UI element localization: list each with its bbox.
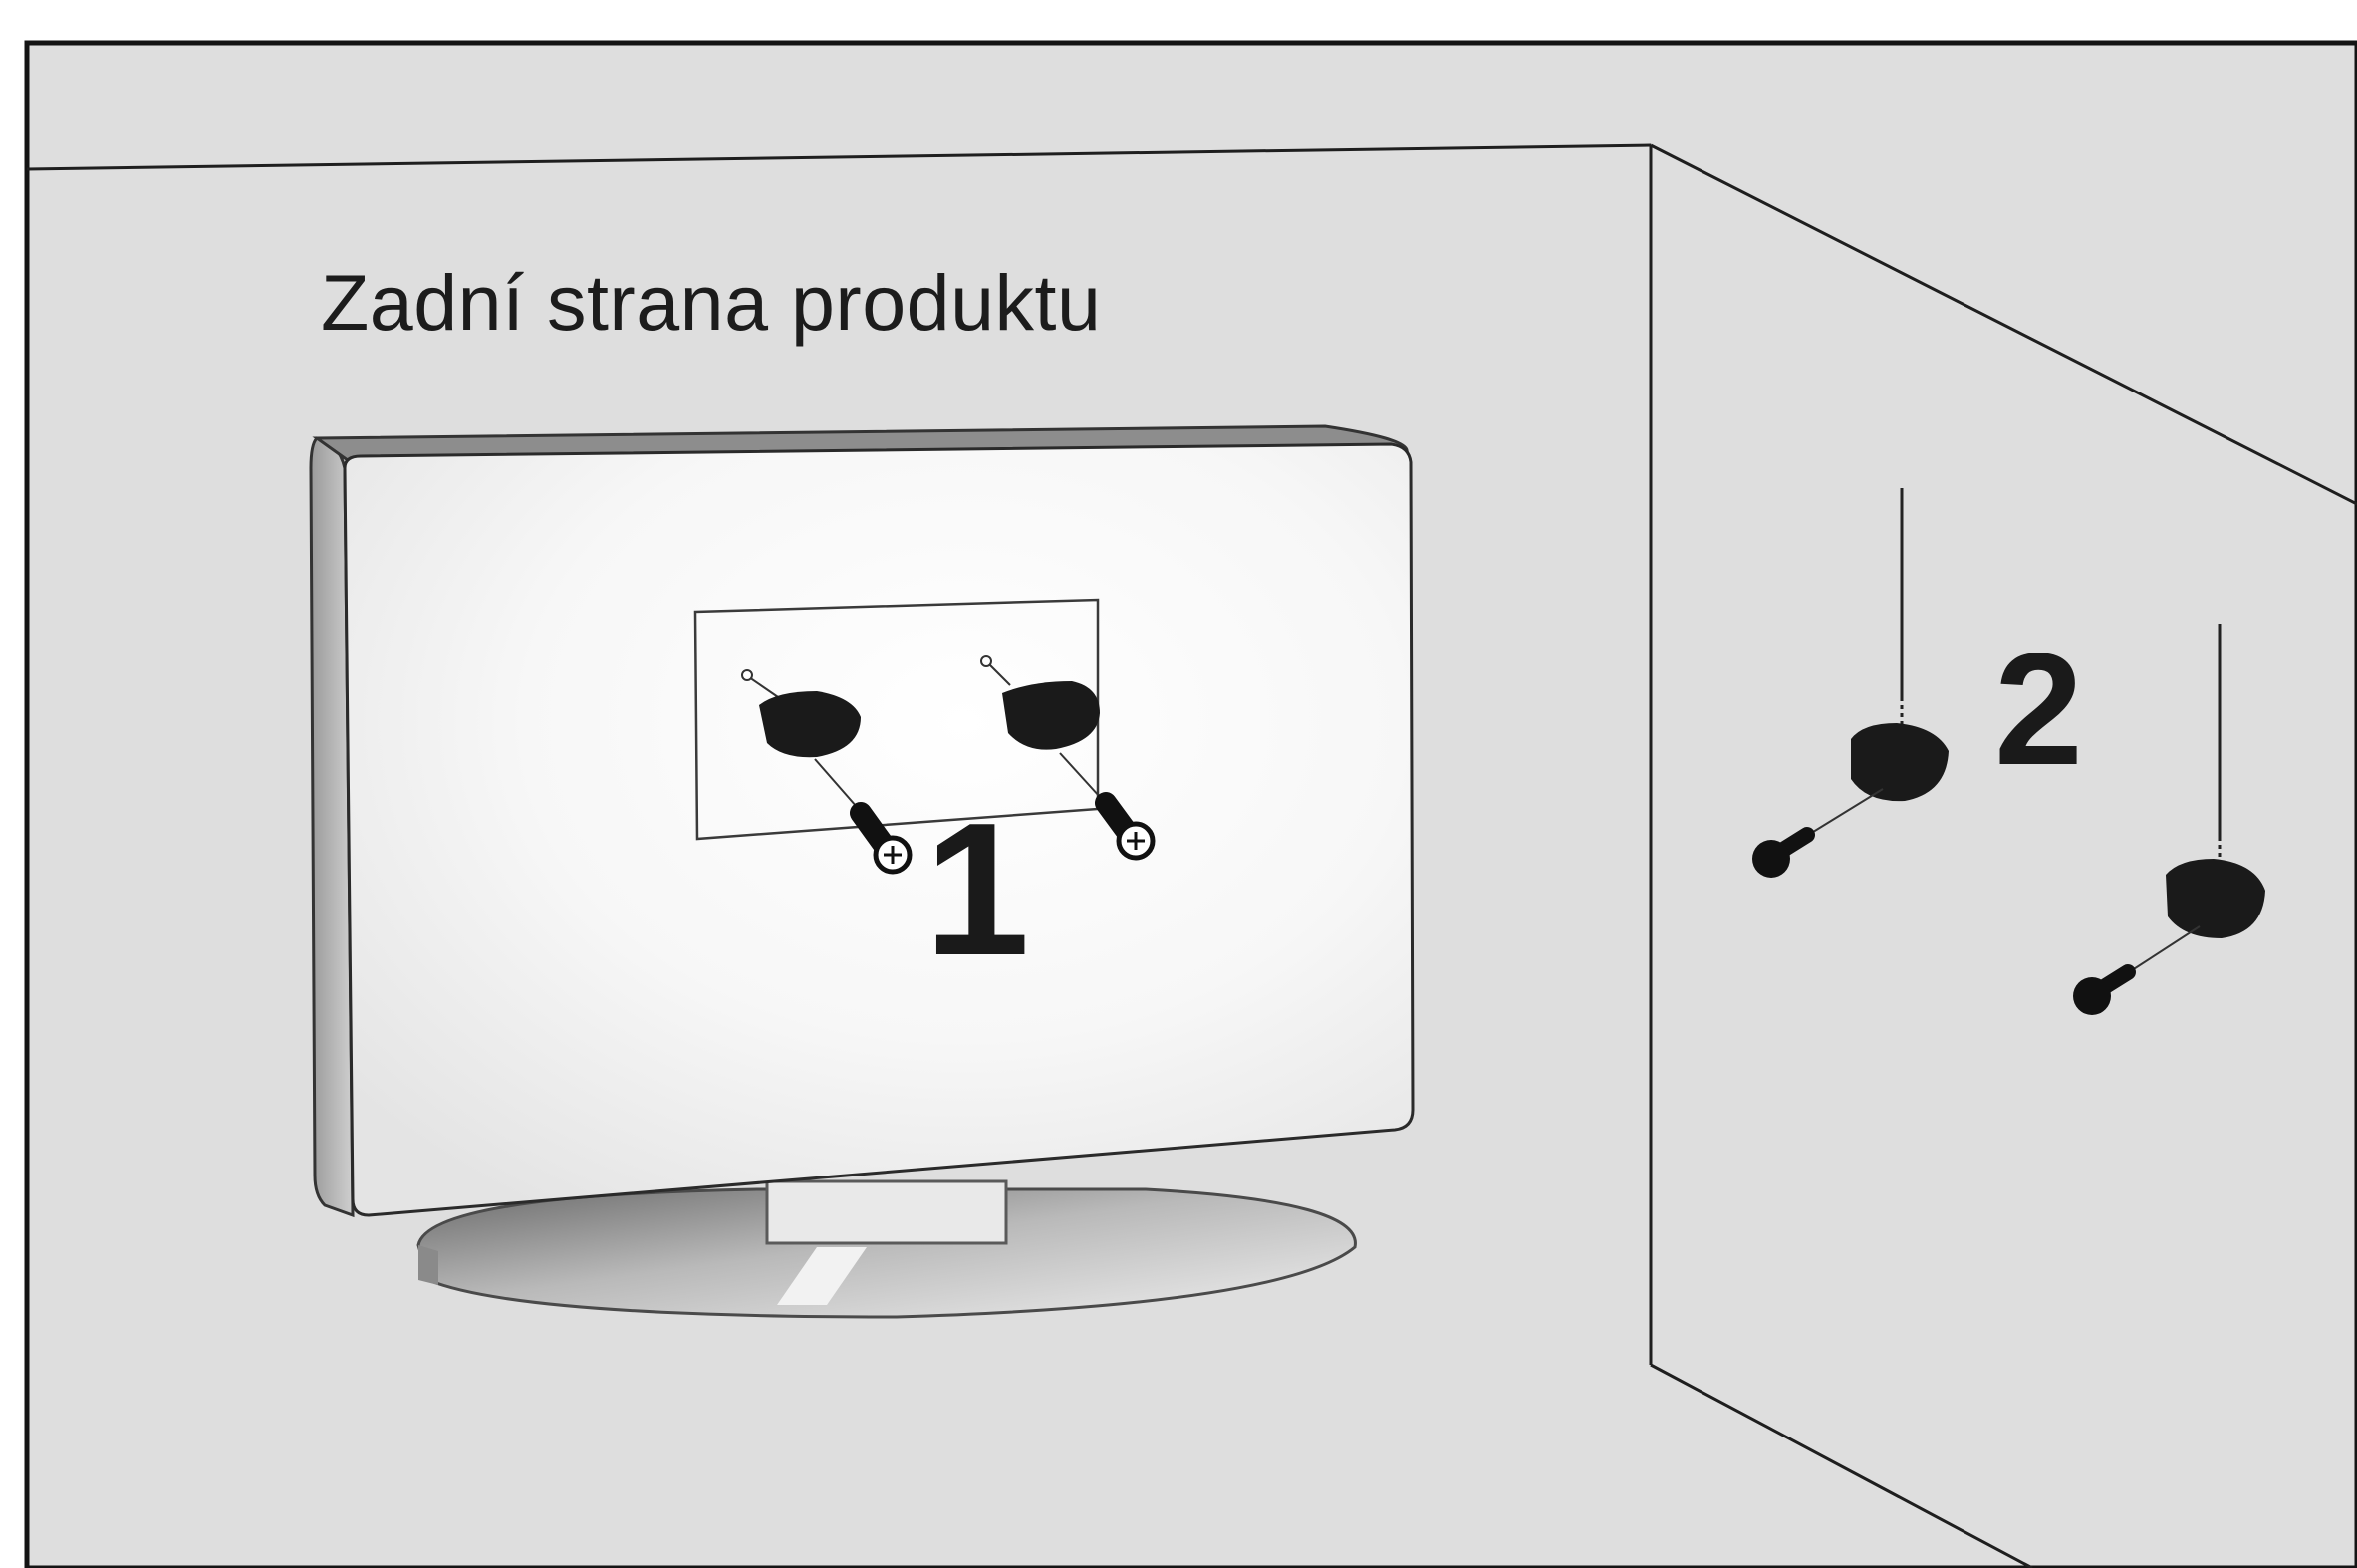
step-1-label: 1 <box>924 795 1030 984</box>
step-2-label: 2 <box>1994 630 2083 789</box>
product-back-caption: Zadní strana produktu <box>321 257 1101 349</box>
